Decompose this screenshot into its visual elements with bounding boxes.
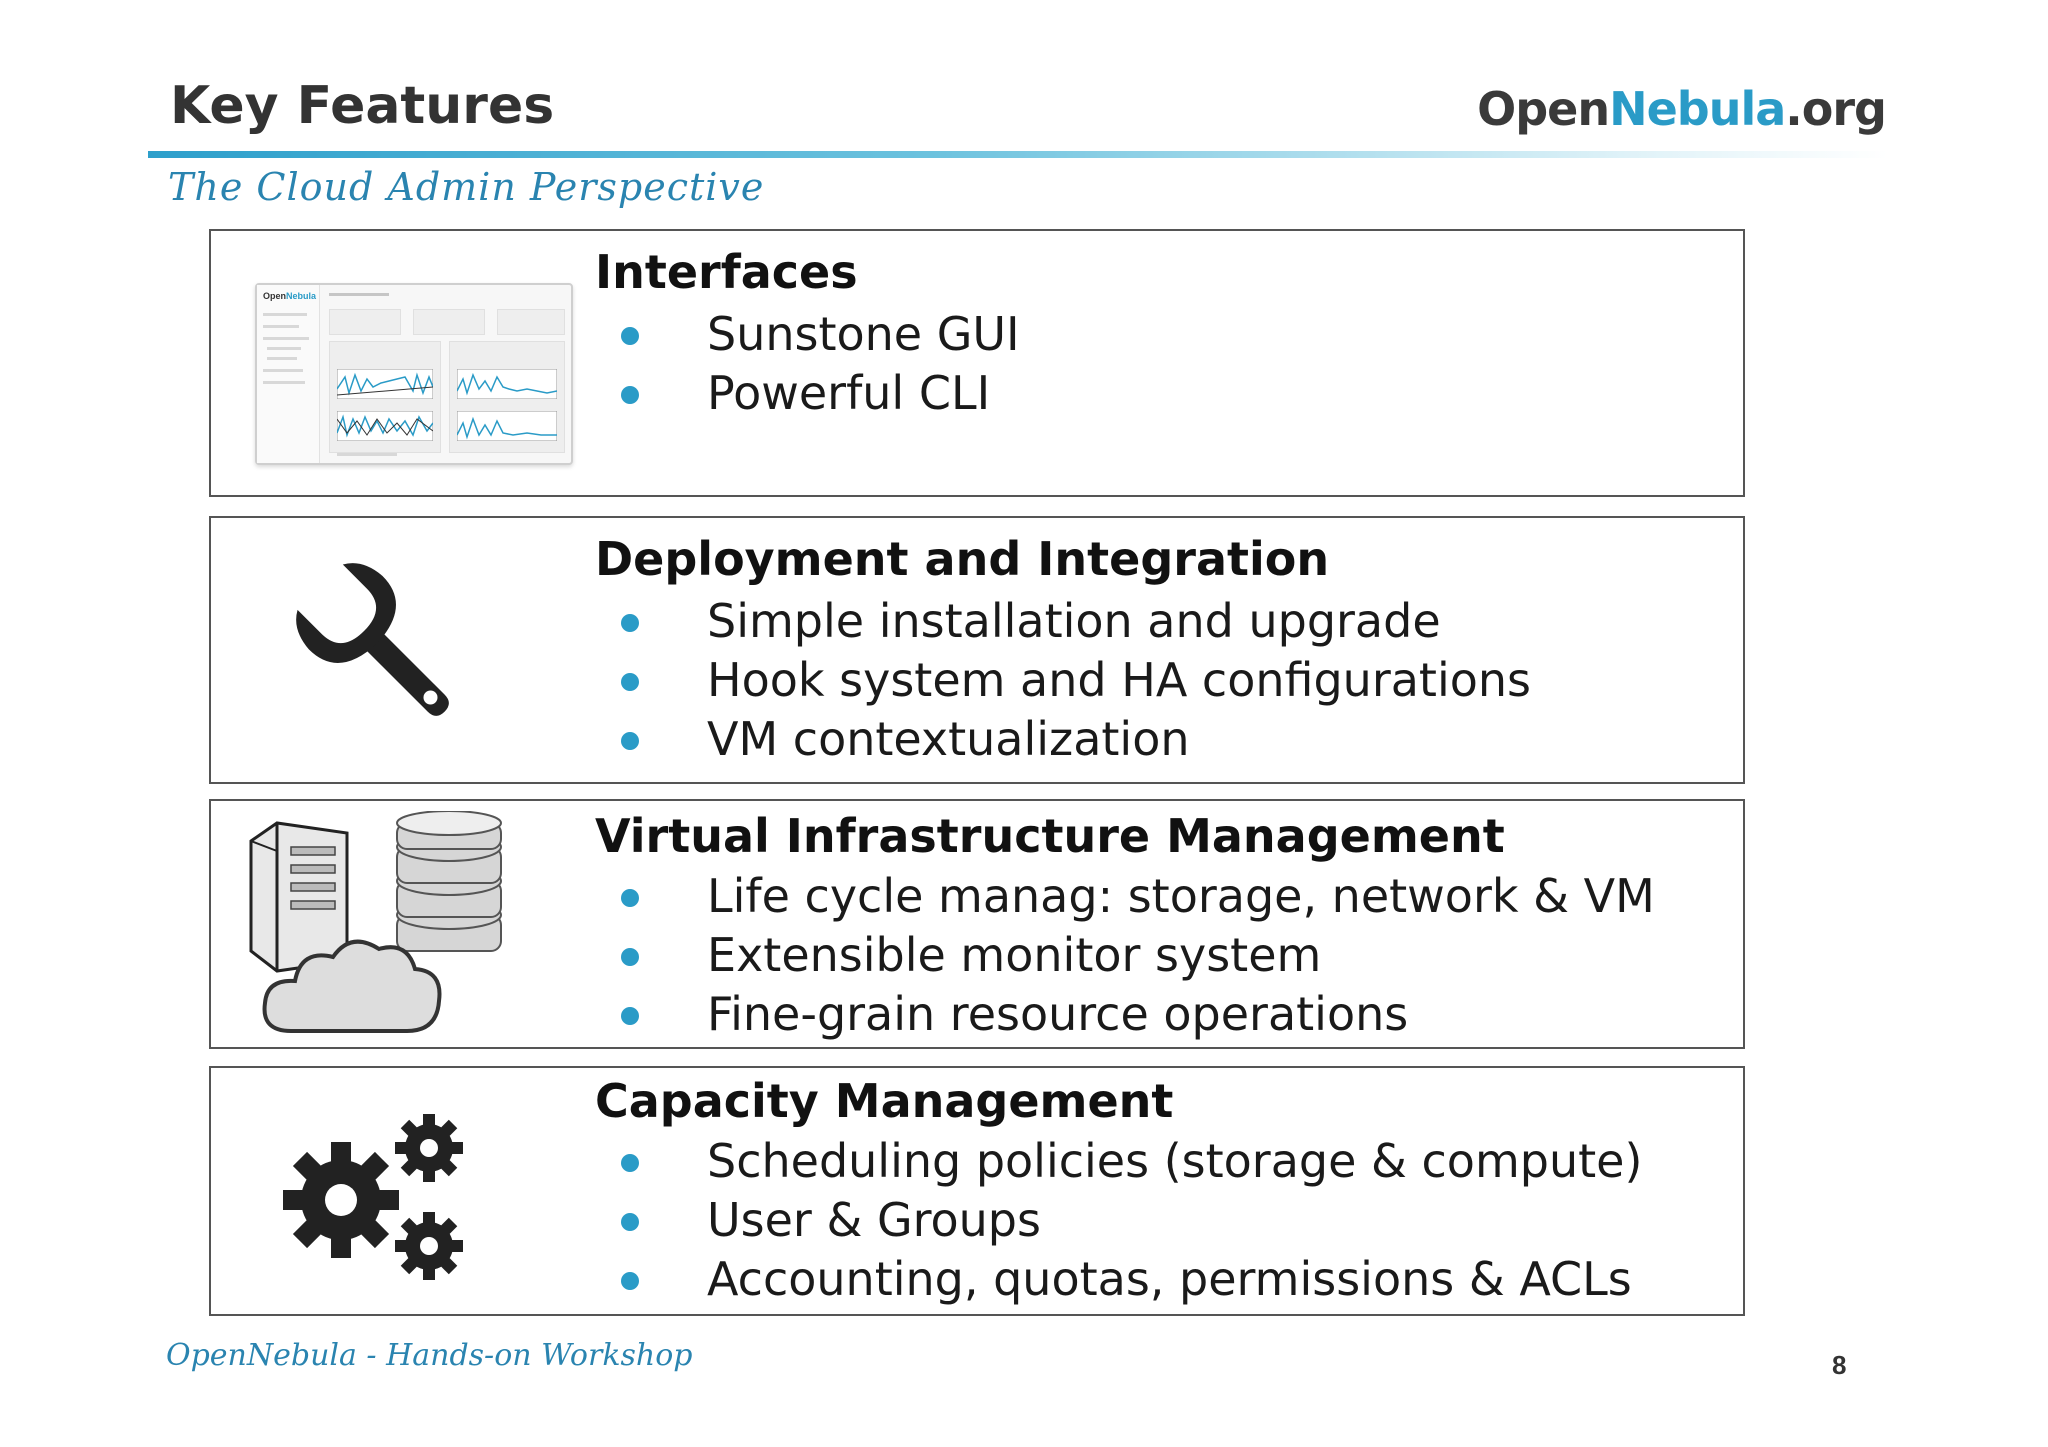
list-item: Life cycle manag: storage, network & VM [621, 867, 1655, 926]
bullet-dot-icon [621, 1154, 639, 1172]
page-number: 8 [1832, 1350, 1847, 1380]
sparkline-icon [457, 411, 557, 441]
panel-heading: Deployment and Integration [595, 532, 1330, 586]
sparkline-icon [457, 369, 557, 399]
logo-org: .org [1785, 82, 1887, 136]
bullet-dot-icon [621, 673, 639, 691]
list-item: Sunstone GUI [621, 305, 1020, 364]
list-item: VM contextualization [621, 710, 1531, 769]
panel-capacity: Capacity Management Scheduling policies … [209, 1066, 1745, 1316]
opennebula-logo: OpenNebula.org [1477, 82, 1887, 136]
bullet-dot-icon [621, 948, 639, 966]
list-item: Scheduling policies (storage & compute) [621, 1132, 1642, 1191]
bullet-dot-icon [621, 889, 639, 907]
slide-subtitle: The Cloud Admin Perspective [168, 165, 765, 209]
sparkline-icon [337, 411, 433, 441]
bullet-list: Sunstone GUI Powerful CLI [621, 305, 1020, 423]
bullet-dot-icon [621, 614, 639, 632]
sparkline-icon [337, 369, 433, 399]
list-item: Hook system and HA configurations [621, 651, 1531, 710]
footer-workshop-label: OpenNebula - Hands-on Workshop [166, 1338, 693, 1373]
panel-heading: Capacity Management [595, 1074, 1174, 1128]
list-item: User & Groups [621, 1191, 1642, 1250]
bullet-list: Scheduling policies (storage & compute) … [621, 1132, 1642, 1309]
wrench-icon [291, 558, 471, 738]
panel-heading: Interfaces [595, 245, 858, 299]
dashboard-screenshot-icon: OpenNebula [211, 231, 591, 495]
bullet-dot-icon [621, 1213, 639, 1231]
panel-heading: Virtual Infrastructure Management [595, 809, 1505, 863]
list-item: Extensible monitor system [621, 926, 1655, 985]
panel-virtual-infrastructure: Virtual Infrastructure Management Life c… [209, 799, 1745, 1049]
logo-open: Open [1477, 82, 1610, 136]
header-divider [148, 151, 1888, 158]
bullet-dot-icon [621, 386, 639, 404]
bullet-dot-icon [621, 327, 639, 345]
list-item: Powerful CLI [621, 364, 1020, 423]
bullet-list: Life cycle manag: storage, network & VM … [621, 867, 1655, 1044]
panel-interfaces: OpenNebula [209, 229, 1745, 497]
server-database-cloud-icon [247, 810, 527, 1045]
bullet-dot-icon [621, 1272, 639, 1290]
logo-nebula: Nebula [1609, 82, 1786, 136]
list-item: Simple installation and upgrade [621, 592, 1531, 651]
bullet-dot-icon [621, 1007, 639, 1025]
gears-icon [281, 1108, 481, 1288]
bullet-dot-icon [621, 732, 639, 750]
list-item: Fine-grain resource operations [621, 985, 1655, 1044]
bullet-list: Simple installation and upgrade Hook sys… [621, 592, 1531, 769]
panel-deployment: Deployment and Integration Simple instal… [209, 516, 1745, 784]
slide-title: Key Features [170, 76, 555, 136]
list-item: Accounting, quotas, permissions & ACLs [621, 1250, 1642, 1309]
